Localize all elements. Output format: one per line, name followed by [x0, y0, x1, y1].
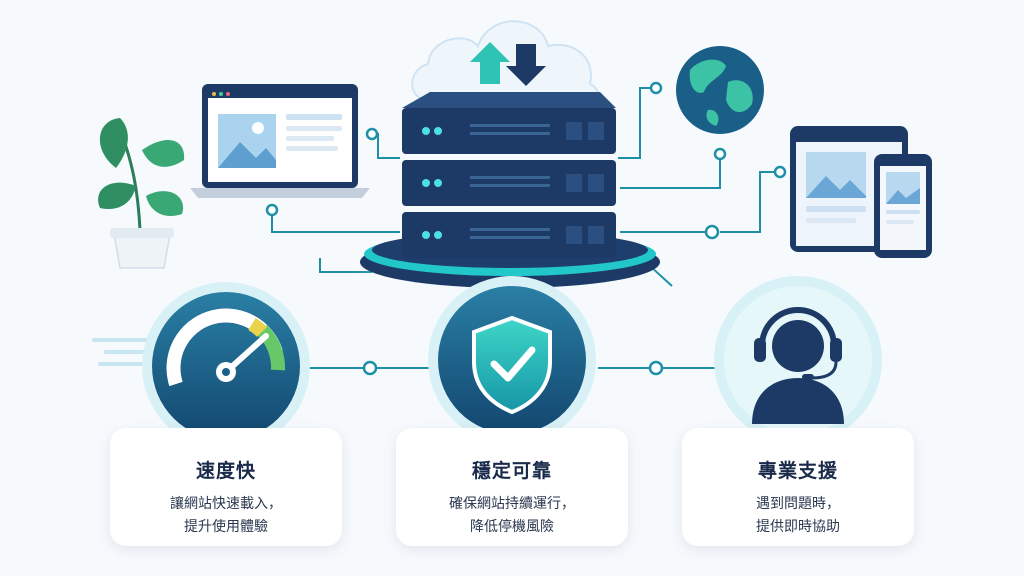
feature-card-support: 專業支援 遇到問題時， 提供即時協助 — [682, 428, 914, 546]
description-line-1: 確保網站持續運行， — [449, 496, 575, 512]
server-unit — [402, 160, 616, 206]
description-line-1: 讓網站快速載入， — [170, 496, 282, 512]
laptop-icon — [190, 84, 370, 198]
description-line-2: 提升使用體驗 — [184, 519, 268, 535]
feature-description: 遇到問題時， 提供即時協助 — [682, 493, 914, 539]
headset-support-icon — [714, 276, 882, 444]
cloud-sync-icon — [411, 20, 600, 111]
feature-title: 專業支援 — [757, 460, 838, 482]
server-stack-icon — [350, 92, 670, 302]
feature-title: 速度快 — [195, 460, 256, 482]
devices-icon — [790, 126, 932, 258]
feature-card-stability: 穩定可靠 確保網站持續運行， 降低停機風險 — [396, 428, 628, 546]
server-unit — [402, 92, 616, 154]
server-unit — [402, 212, 616, 258]
plant-decoration — [98, 118, 185, 269]
feature-title: 穩定可靠 — [471, 460, 552, 482]
description-line-2: 降低停機風險 — [470, 519, 554, 535]
description-line-2: 提供即時協助 — [756, 519, 840, 535]
feature-card-speed: 速度快 讓網站快速載入， 提升使用體驗 — [110, 428, 342, 546]
speedometer-icon — [92, 282, 310, 450]
feature-description: 讓網站快速載入， 提升使用體驗 — [110, 493, 342, 539]
feature-description: 確保網站持續運行， 降低停機風險 — [396, 493, 628, 539]
description-line-1: 遇到問題時， — [756, 496, 840, 512]
globe-icon — [676, 46, 764, 134]
network-nodes — [265, 81, 787, 376]
shield-check-icon — [428, 276, 596, 444]
